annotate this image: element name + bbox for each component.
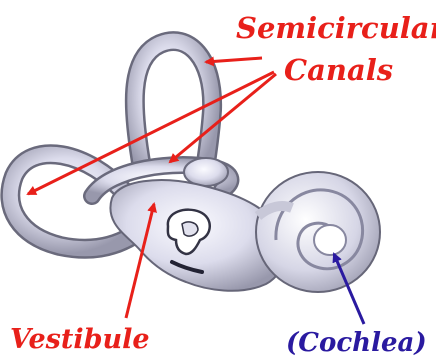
- vestibule-label: Vestibule: [10, 326, 150, 353]
- arrow-to-superior-canal: [206, 58, 262, 62]
- ampulla: [184, 158, 228, 186]
- canals-label: Canals: [284, 56, 393, 85]
- cochlea-label: (Cochlea): [286, 330, 427, 356]
- arrow-to-lateral-canal: [170, 74, 276, 162]
- semicircular-label: Semicircular: [236, 14, 436, 43]
- cochlea-apex: [314, 225, 346, 255]
